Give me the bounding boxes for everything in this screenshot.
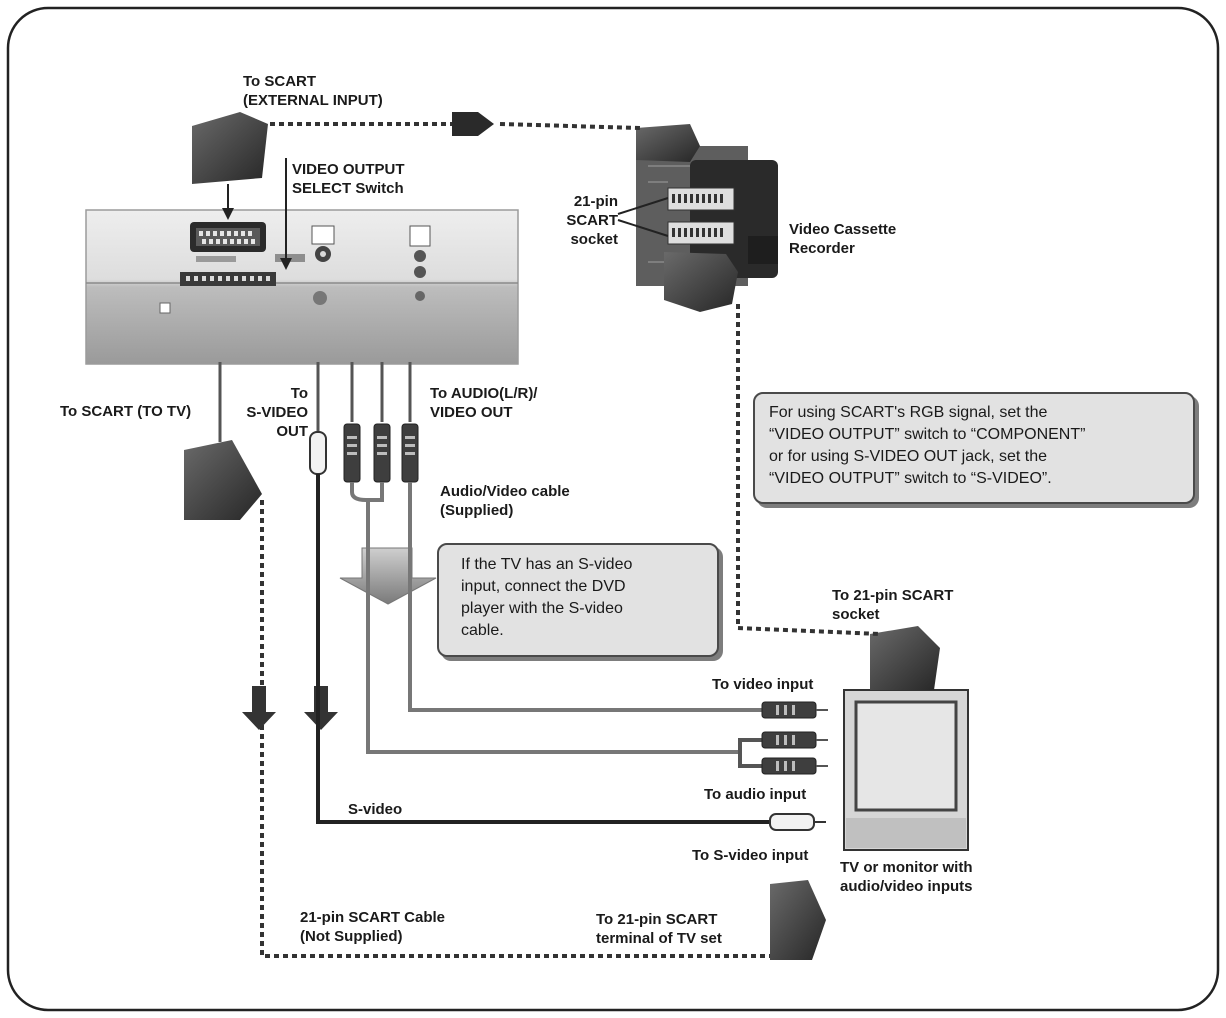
- tv-scart-plug: [870, 626, 940, 690]
- audio-video-out-jacks: [409, 225, 431, 301]
- video-cassette-recorder: [636, 124, 778, 312]
- player-top-scart-plug: [192, 112, 268, 184]
- label-to-audio-video-out: To AUDIO(L/R)/VIDEO OUT: [430, 385, 538, 421]
- svideo-plug: [309, 431, 327, 475]
- scart-cable-top-arrow: [452, 112, 494, 136]
- audio-cable-merge: [350, 482, 384, 502]
- down-arrow-svideo: [304, 686, 338, 730]
- tv-terminal-scart-plug: [770, 880, 826, 960]
- down-arrow-scart: [242, 686, 276, 730]
- scart-cable-vcr-to-tv: [736, 304, 881, 636]
- label-21pin-scart-cable: 21-pin SCART Cable(Not Supplied): [300, 909, 446, 945]
- video-cable: [408, 482, 762, 712]
- to-tv-scart-socket: [180, 272, 276, 286]
- vcr-bottom-scart-plug: [664, 252, 738, 312]
- scart-cable-bottom: [260, 500, 770, 958]
- label-to-svideo-input: To S-video input: [692, 847, 809, 864]
- label-svideo: S-video: [348, 801, 403, 818]
- label-to-video-input: To video input: [712, 676, 814, 693]
- vcr-top-scart-plug: [636, 124, 700, 162]
- tv-monitor: [843, 626, 969, 851]
- label-to-scart-to-tv: To SCART (TO TV): [60, 403, 192, 420]
- svideo-cable: [316, 474, 770, 824]
- label-audio-video-cable: Audio/Video cable(Supplied): [440, 483, 570, 519]
- rca-plugs-tv: [761, 701, 817, 775]
- digital-out-jack: [311, 225, 335, 262]
- scart-cable-top: [270, 122, 641, 130]
- player-to-tv-scart-plug: [184, 440, 262, 520]
- label-to-audio-input: To audio input: [704, 786, 807, 803]
- external-input-scart-socket: [190, 222, 266, 262]
- audio-cable: [366, 500, 740, 754]
- dvd-player-rear-panel: [85, 209, 519, 365]
- note-rgb-signal: For using SCART's RGB signal, set the“VI…: [753, 392, 1195, 504]
- svideo-input-plug: [769, 813, 815, 831]
- label-to-scart-external-input: To SCART(EXTERNAL INPUT): [243, 73, 383, 109]
